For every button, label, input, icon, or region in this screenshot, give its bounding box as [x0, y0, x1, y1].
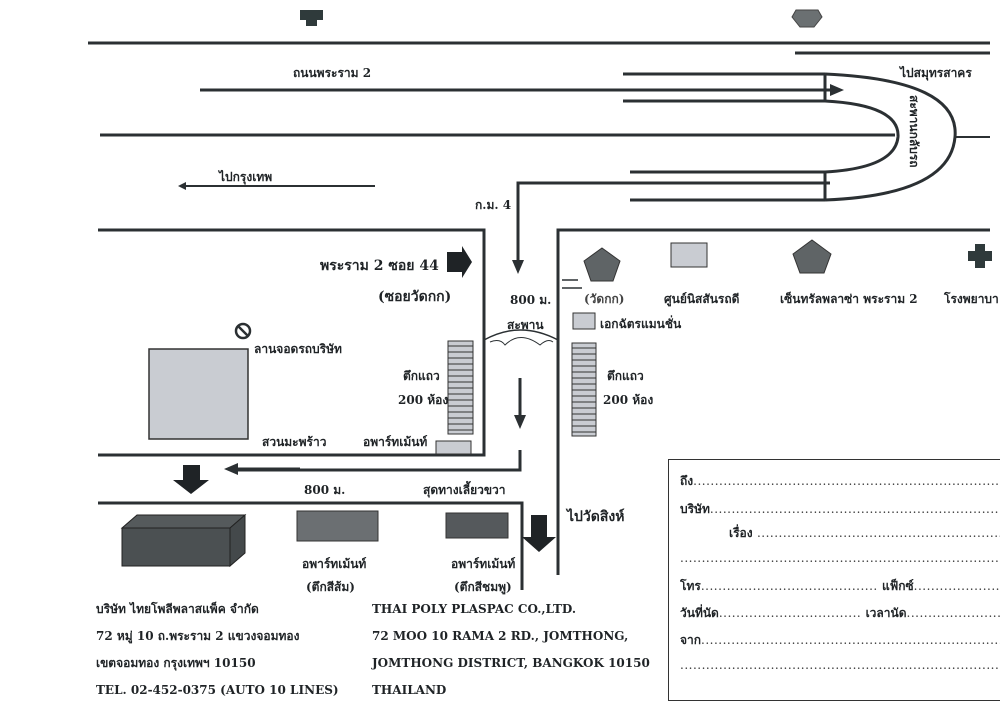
- form-date-label: วันที่นัด: [680, 606, 719, 620]
- shophouse-right-label-2: 200 ห้อง: [603, 393, 654, 407]
- apartment-orange-icon: [296, 510, 379, 542]
- nissan-icon: [670, 242, 708, 268]
- form-date-time-field[interactable]: วันที่นัด...............................…: [680, 606, 1000, 620]
- form-time-label: เวลานัด: [865, 606, 907, 620]
- address-en-line: JOMTHONG DISTRICT, BANGKOK 10150: [372, 656, 650, 670]
- wat-kok-label: (วัดกก): [584, 292, 625, 306]
- address-en-line: 72 MOO 10 RAMA 2 RD., JOMTHONG,: [372, 629, 629, 643]
- distance-800m-bottom: 800 ม.: [304, 483, 346, 497]
- apartment-orange-label-1: อพาร์ทเม้นท์: [302, 557, 367, 571]
- form-subject-field[interactable]: เรื่อง .................................…: [729, 526, 1000, 540]
- soi-watkok-label: (ซอยวัดกก): [378, 289, 452, 305]
- apartment-orange-label-2: (ตึกสีส้ม): [306, 580, 355, 594]
- phone-line: TEL. 02-452-0375 (AUTO 10 LINES): [96, 683, 339, 697]
- apartment-pink-label-1: อพาร์ทเม้นท์: [451, 557, 516, 571]
- ekachai-label: เอกฉัตรแมนชั่น: [600, 317, 682, 331]
- to-bangkok-label: ไปกรุงเทพ: [219, 170, 273, 184]
- nissan-label: ศูนย์นิสสันรถดี: [664, 292, 740, 306]
- turn-arrow: [512, 181, 830, 274]
- company-parking-area: [148, 348, 249, 440]
- block-arrow-down-right: [522, 515, 556, 552]
- to-samutsakhon-label: ไปสมุทรสาคร: [900, 66, 972, 80]
- u-turn-bridge-label: สะพานกลับรถ: [907, 95, 921, 168]
- soi-roads: [98, 228, 990, 590]
- soi44-label: พระราม 2 ซอย 44: [320, 258, 439, 274]
- form-to-label: ถึง: [680, 474, 694, 488]
- shophouse-left-label-1: ตึกแถว: [403, 369, 440, 383]
- no-parking-icon: [234, 322, 252, 340]
- address-english: THAI POLY PLASPAC CO.,LTD. 72 MOO 10 RAM…: [372, 596, 650, 704]
- central-plaza-icon: [792, 239, 832, 274]
- form-subject-label: เรื่อง: [729, 526, 753, 540]
- form-company-label: บริษัท: [680, 502, 710, 516]
- hospital-icon: [968, 244, 992, 268]
- fax-form: [668, 459, 1000, 701]
- form-from-field[interactable]: จาก.....................................…: [680, 633, 1000, 647]
- coconut-garden-label: สวนมะพร้าว: [262, 435, 327, 449]
- wat-kok-icon: [583, 247, 621, 282]
- form-tel-fax-field[interactable]: โทร.....................................…: [680, 579, 1000, 593]
- apartment-small-icon: [435, 440, 472, 455]
- form-fax-label: แฟ็กซ์: [882, 579, 914, 593]
- rama2-road: [88, 41, 990, 202]
- company-building-3d: [120, 513, 247, 568]
- form-company-field[interactable]: บริษัท..................................…: [680, 502, 1000, 516]
- km4-label: ก.ม. 4: [475, 198, 512, 212]
- block-arrow-down-left: [173, 465, 209, 494]
- to-wat-sing-label: ไปวัดสิงห์: [567, 509, 625, 525]
- address-th-line: บริษัท ไทยโพลีพลาสแพ็ค จำกัด: [96, 602, 259, 616]
- shophouse-right-label-1: ตึกแถว: [607, 369, 644, 383]
- company-parking-label: ลานจอดรถบริษัท: [254, 342, 342, 356]
- address-th-line: เขตจอมทอง กรุงเทพฯ 10150: [96, 656, 256, 670]
- address-th-line: 72 หมู่ 10 ถ.พระราม 2 แขวงจอมทอง: [96, 629, 300, 643]
- form-to-field[interactable]: ถึง.....................................…: [680, 474, 1000, 488]
- shophouse-left-label-2: 200 ห้อง: [398, 393, 449, 407]
- central-plaza-label: เซ็นทรัลพลาซ่า พระราม 2: [780, 292, 918, 306]
- end-turn-right-label: สุดทางเลี้ยวขวา: [423, 483, 506, 497]
- apartment-pink-icon: [445, 512, 509, 539]
- apartment-small-label: อพาร์ทเม้นท์: [363, 435, 428, 449]
- bridge-label: สะพาน: [507, 318, 544, 332]
- block-arrow-right: [447, 246, 472, 278]
- form-blank-line-2[interactable]: ........................................…: [680, 658, 1000, 672]
- ekachai-icon: [572, 312, 596, 330]
- rama2-road-label: ถนนพระราม 2: [293, 66, 372, 80]
- apartment-pink-label-2: (ตึกสีชมพู): [454, 580, 512, 594]
- hospital-label: โรงพยาบา: [944, 292, 999, 306]
- form-blank-line-1[interactable]: ........................................…: [680, 551, 1000, 565]
- form-tel-label: โทร: [680, 579, 701, 593]
- pentagon-icon-top: [791, 9, 823, 28]
- building-icon-top: [300, 10, 323, 26]
- address-en-line: THAILAND: [372, 683, 447, 697]
- form-from-label: จาก: [680, 633, 702, 647]
- address-thai: บริษัท ไทยโพลีพลาสแพ็ค จำกัด 72 หมู่ 10 …: [96, 596, 339, 704]
- distance-800m-top: 800 ม.: [510, 293, 552, 307]
- address-en-line: THAI POLY PLASPAC CO.,LTD.: [372, 602, 577, 616]
